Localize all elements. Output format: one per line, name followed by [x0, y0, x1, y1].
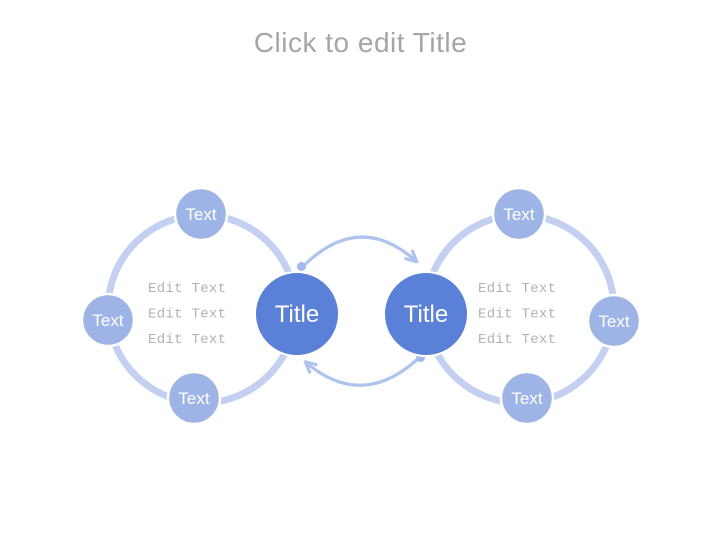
left-node-top-circle[interactable]	[173, 186, 229, 242]
left-node-bottom-circle[interactable]	[166, 370, 222, 426]
left-title-circle[interactable]	[254, 271, 340, 357]
left-title-label[interactable]: Title	[275, 301, 319, 328]
right-node-top-label[interactable]: Text	[503, 205, 534, 224]
left-edit-text-line-3[interactable]: Edit Text	[148, 332, 226, 348]
left-node-top-label[interactable]: Text	[185, 205, 216, 224]
left-edit-text-line-2[interactable]: Edit Text	[148, 307, 226, 323]
right-edit-text-line-1[interactable]: Edit Text	[478, 281, 556, 297]
left-node-left-label[interactable]: Text	[92, 311, 123, 330]
left-edit-text-line-1[interactable]: Edit Text	[148, 281, 226, 297]
right-edit-text-line-3[interactable]: Edit Text	[478, 332, 556, 348]
right-node-top-circle[interactable]	[491, 186, 547, 242]
right-edit-text-line-2[interactable]: Edit Text	[478, 307, 556, 323]
right-node-right-label[interactable]: Text	[598, 312, 629, 331]
slide-title-placeholder[interactable]: Click to edit Title	[253, 27, 468, 58]
arrow-left-to-right	[304, 235, 419, 266]
arrow-left-to-right-start-dot	[297, 262, 306, 271]
right-title-circle[interactable]	[383, 271, 469, 357]
left-node-bottom-label[interactable]: Text	[178, 389, 209, 408]
arrow-right-to-left	[303, 358, 418, 387]
right-node-bottom-label[interactable]: Text	[511, 389, 542, 408]
right-node-bottom-circle[interactable]	[499, 370, 555, 426]
right-title-label[interactable]: Title	[404, 301, 448, 328]
left-node-left-circle[interactable]	[80, 292, 136, 348]
right-node-right-circle[interactable]	[586, 293, 642, 349]
